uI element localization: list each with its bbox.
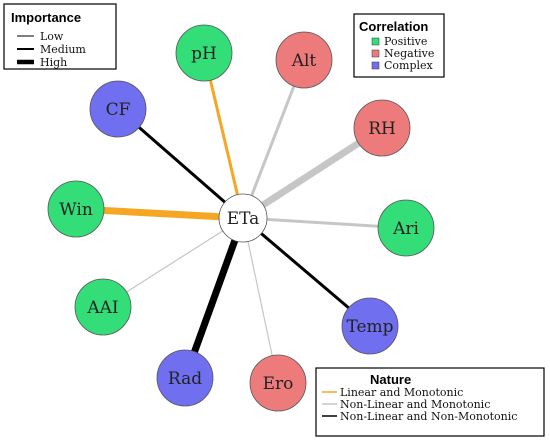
node-rh-circle (353, 99, 411, 157)
node-win-circle (47, 180, 105, 238)
node-win: Win (47, 180, 105, 238)
nonlinear-nonmonotonic-label: Non-Linear and Non-Monotonic (340, 410, 517, 423)
node-center-circle (218, 193, 268, 243)
node-ero-label: Ero (263, 374, 294, 394)
node-rh-label: RH (368, 119, 396, 139)
node-ari: Ari (377, 199, 435, 257)
linear-monotonic-label: Linear and Monotonic (340, 386, 463, 399)
node-aai-circle (74, 278, 132, 336)
complex-swatch (371, 61, 380, 70)
node-rad: Rad (156, 349, 214, 407)
node-ero: Ero (249, 354, 307, 412)
node-alt: Alt (275, 31, 333, 89)
node-win-label: Win (59, 200, 93, 220)
node-center-label: ETa (227, 209, 260, 229)
node-ph: pH (175, 24, 233, 82)
negative-label: Negative (384, 47, 434, 60)
node-center: ETa (218, 193, 268, 243)
correlation-legend-box (353, 13, 445, 78)
importance-low-label: Low (40, 30, 64, 43)
importance-medium-label: Medium (40, 43, 86, 56)
node-temp-label: Temp (346, 317, 393, 337)
positive-label: Positive (384, 35, 427, 48)
nature-legend-box (315, 367, 545, 437)
negative-swatch (371, 49, 380, 58)
node-cf: CF (89, 80, 147, 138)
nature-legend-title: Nature (370, 372, 411, 387)
node-rad-label: Rad (168, 369, 202, 389)
node-ph-circle (175, 24, 233, 82)
importance-legend-title: Importance (11, 10, 81, 25)
node-ero-circle (249, 354, 307, 412)
correlation-legend-title: Correlation (359, 19, 428, 34)
node-ph-label: pH (191, 44, 217, 64)
node-temp-circle (341, 297, 399, 355)
node-rad-circle (156, 349, 214, 407)
correlation-legend: Correlation Positive Negative Complex (353, 13, 445, 78)
nonlinear-monotonic-label: Non-Linear and Monotonic (340, 398, 490, 411)
node-ari-circle (377, 199, 435, 257)
node-aai: AAI (74, 278, 132, 336)
importance-high-label: High (40, 56, 67, 69)
nature-legend: Nature Linear and Monotonic Non-Linear a… (315, 367, 545, 437)
node-temp: Temp (341, 297, 399, 355)
complex-label: Complex (384, 59, 434, 72)
importance-legend: Importance Low Medium High (3, 3, 117, 70)
node-ari-label: Ari (392, 219, 419, 239)
node-rh: RH (353, 99, 411, 157)
node-alt-label: Alt (291, 51, 317, 71)
node-alt-circle (275, 31, 333, 89)
positive-swatch (371, 37, 380, 46)
node-aai-label: AAI (86, 298, 118, 318)
node-cf-label: CF (106, 100, 131, 120)
node-cf-circle (89, 80, 147, 138)
